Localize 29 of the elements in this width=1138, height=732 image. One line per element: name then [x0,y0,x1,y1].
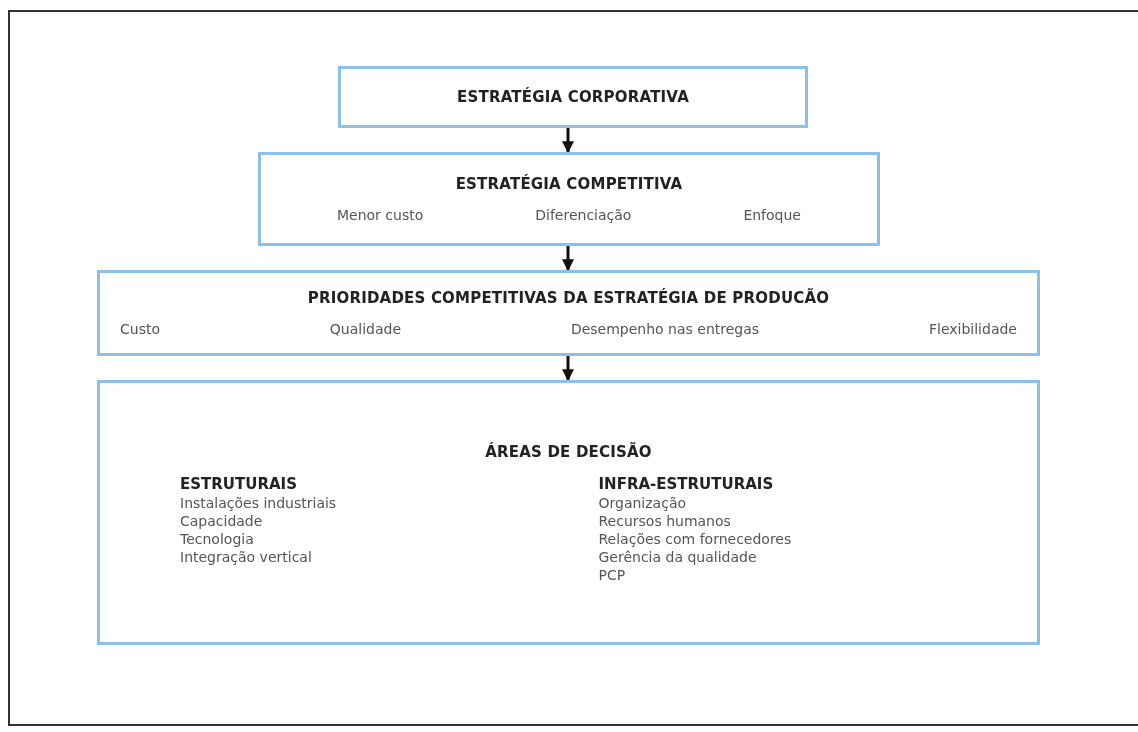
box-heading: PRIORIDADES COMPETITIVAS DA ESTRATÉGIA DE PRODUCÃO [307,289,830,307]
item-text: Flexibilidade [928,321,1017,337]
box-heading: ESTRATÉGIA CORPORATIVA [457,88,689,106]
item-text: Integração vertical [180,548,313,565]
process-box [258,152,880,246]
arrow [562,356,574,382]
item-text: Custo [120,321,160,337]
item-text: PCP [598,566,627,583]
process-box [97,270,1040,356]
arrow [562,246,574,272]
item-text: Diferenciação [535,207,632,223]
process-box [338,66,808,128]
item-text: Capacidade [180,512,264,529]
box-heading: ESTRATÉGIA COMPETITIVA [455,175,683,193]
item-text: Relações com fornecedores [598,530,793,547]
item-text: Menor custo [337,207,424,223]
item-text: Organização [598,494,688,511]
box-heading: ÁREAS DE DECISÃO [485,442,652,461]
item-text: Qualidade [329,321,402,337]
column-heading: INFRA-ESTRUTURAIS [598,474,775,493]
item-text: Enfoque [743,207,801,223]
item-text: Gerência da qualidade [598,548,758,565]
item-text: Instalações industriais [180,494,338,511]
arrow [562,128,574,154]
item-text: Recursos humanos [598,512,732,529]
column-heading: ESTRUTURAIS [180,474,298,493]
item-text: Tecnologia [180,530,255,547]
item-text: Desempenho nas entregas [570,321,760,337]
process-box [97,380,1040,645]
